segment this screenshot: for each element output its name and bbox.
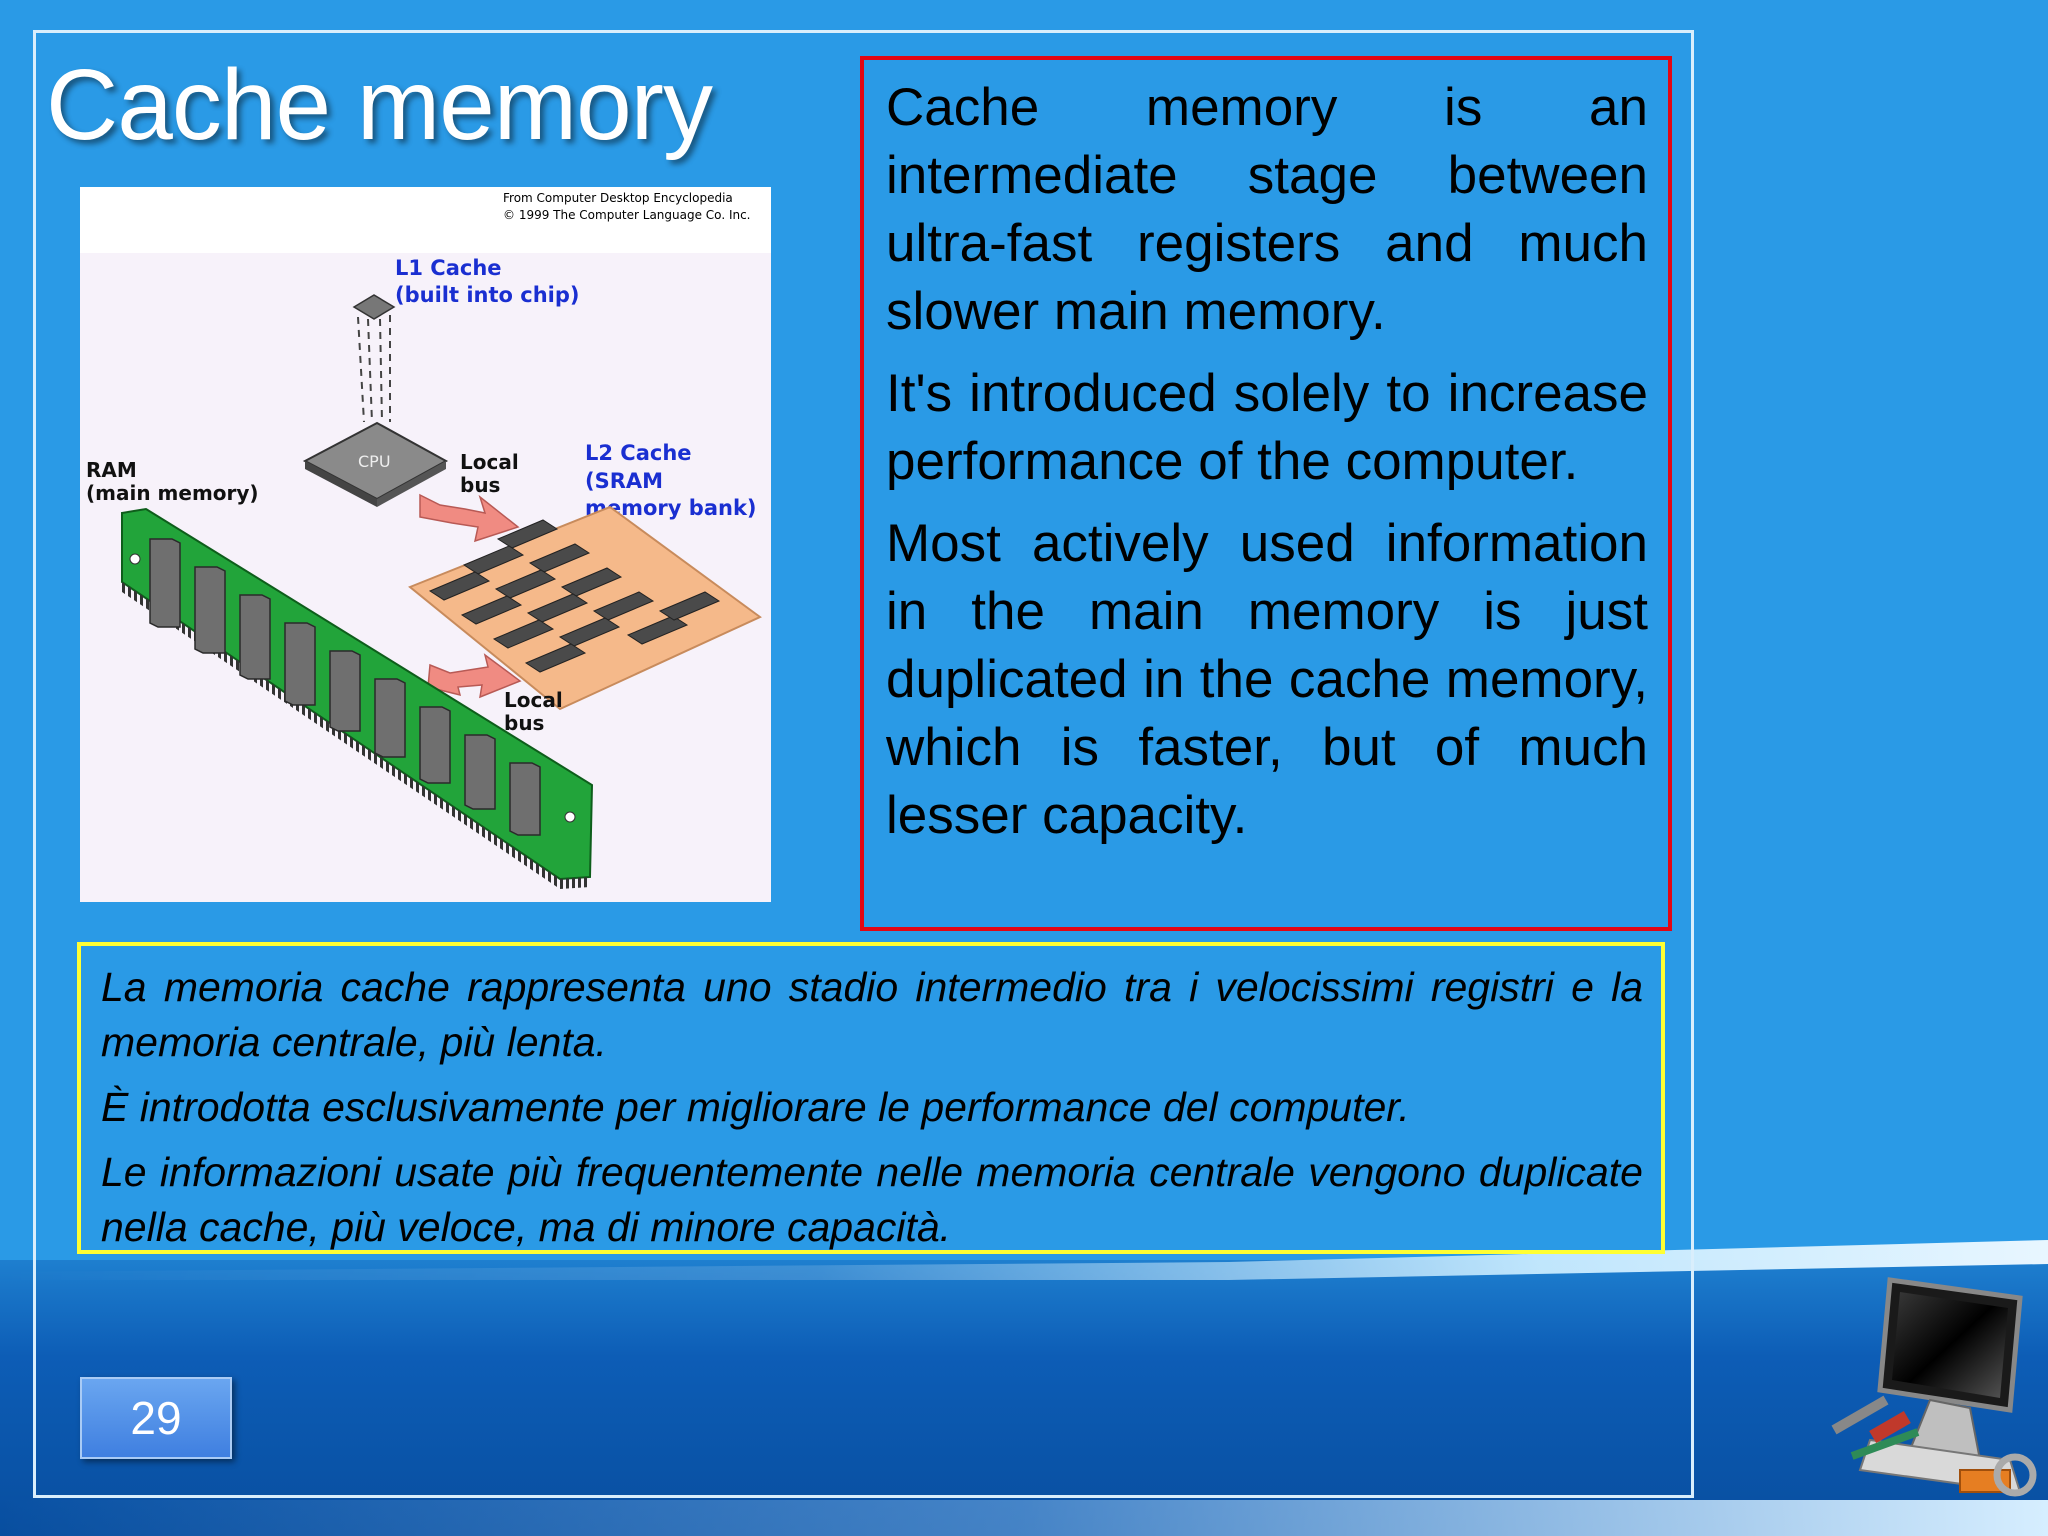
cpu-chip-side-right [377,461,446,507]
english-paragraph-1: Cache memory is an intermediate stage be… [886,78,1648,341]
credit-line-2: © 1999 The Computer Language Co. Inc. [503,208,751,222]
local-bus-arrow-1 [419,493,520,543]
local-bus-label-1b: bus [460,473,500,497]
slide-frame [33,30,1694,1498]
italian-paragraph-3: Le informazioni usate più frequentemente… [101,1149,1643,1250]
background-bottom-band [0,1260,2048,1536]
l2-sram-chips [428,519,721,673]
l1-cache-sublabel: (built into chip) [395,283,579,307]
credit-line-1: From Computer Desktop Encyclopedia [503,191,733,205]
english-description-box: Cache memory is an intermediate stage be… [860,56,1672,931]
cpu-chip-side-left [305,461,377,507]
ram-label: RAM [86,458,137,482]
english-paragraph-2: It's introduced solely to increase perfo… [886,364,1648,491]
cpu-label: CPU [358,452,391,471]
l1-chip [352,294,396,320]
background-swoosh-bottom [0,1500,2048,1536]
ram-sublabel: (main memory) [86,481,259,505]
slide-title: Cache memory [46,49,713,161]
page-number-badge: 29 [80,1377,232,1459]
l2-cache-label: L2 Cache [585,441,692,465]
ram-notch [129,553,141,565]
italian-paragraph-2: È introdotta esclusivamente per migliora… [101,1084,1410,1130]
l1-cache-label: L1 Cache [395,256,502,280]
local-bus-arrow-2 [427,653,522,699]
italian-paragraph-1: La memoria cache rappresenta uno stadio … [101,964,1643,1065]
local-bus-label-2a: Local [504,688,563,712]
cache-diagram-svg: From Computer Desktop Encyclopedia © 199… [80,191,771,902]
italian-description-box: La memoria cache rappresenta uno stadio … [77,942,1665,1254]
english-paragraph-3: Most actively used information in the ma… [886,514,1648,845]
l1-dashed-lines [357,315,391,423]
ram-notch-2 [564,811,576,823]
local-bus-label-1a: Local [460,450,519,474]
computer-tools-logo-icon [1810,1270,2048,1500]
cache-diagram: From Computer Desktop Encyclopedia © 199… [80,187,771,902]
l2-cache-sram-label: (SRAM [585,469,663,493]
local-bus-label-2b: bus [504,711,544,735]
ram-chips [149,538,541,836]
